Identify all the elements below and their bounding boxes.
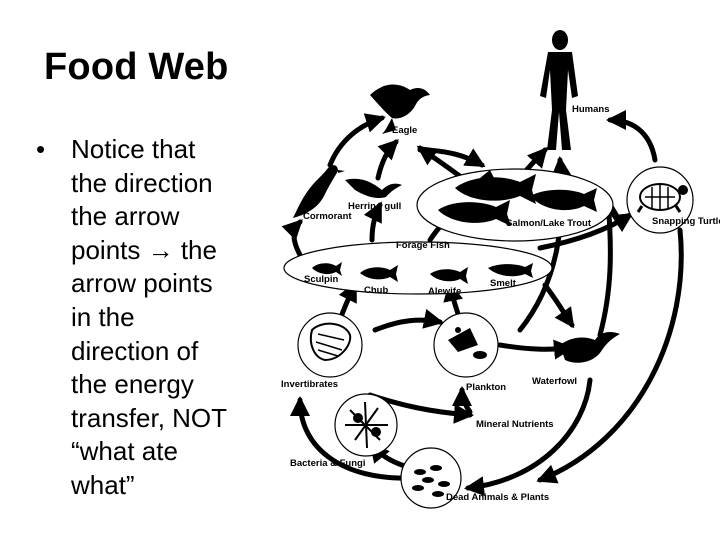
- invertebrate-icon: [309, 322, 352, 362]
- human-icon: [540, 30, 578, 150]
- label-smelt: Smelt: [490, 278, 517, 289]
- label-forage-fish: Forage Fish: [396, 240, 450, 251]
- bullet-line: the arrow: [71, 201, 180, 232]
- invertibrates-circle: [297, 312, 363, 378]
- label-mineral-nutrients: Mineral Nutrients: [476, 419, 554, 430]
- bullet-line: direction of: [71, 335, 199, 366]
- forage-fish-ellipse: [283, 241, 553, 295]
- arrow-waterfowl-to-dead: [464, 377, 593, 497]
- cormorant-icon: [293, 165, 345, 218]
- bullet-text: Notice that the direction the arrow poin…: [71, 133, 261, 503]
- dead-matter-icon: [412, 465, 450, 497]
- arrow-turtle-to-dead: [536, 227, 684, 484]
- label-herring-gull: Herring gull: [348, 201, 401, 212]
- waterfowl-icon: [560, 332, 620, 363]
- arrow-eagle-salmon-link: [417, 147, 486, 168]
- label-alewife: Alewife: [428, 286, 461, 297]
- smelt-icon: [488, 263, 533, 278]
- alewife-icon: [430, 267, 468, 284]
- bullet-line: “what ate: [71, 436, 178, 467]
- label-bacteria-fungi: Bacteria & Fungi: [290, 458, 366, 469]
- eagle-icon: [370, 84, 430, 134]
- label-waterfowl: Waterfowl: [532, 376, 577, 387]
- bullet-symbol: •: [36, 134, 46, 164]
- plankton-icon: [448, 327, 487, 359]
- bullet-line: what”: [71, 469, 135, 500]
- label-salmon-trout: Salmon/Lake Trout: [506, 218, 592, 229]
- bacteria-fungi-icon: [345, 401, 388, 449]
- bullet-line: transfer, NOT: [71, 402, 228, 433]
- arrow-turtle-to-humans: [606, 110, 658, 163]
- chub-icon: [360, 265, 398, 282]
- herring-gull-icon: [345, 178, 402, 199]
- arrow-forage-to-waterfowl: [542, 282, 575, 329]
- sculpin-icon: [312, 262, 342, 276]
- label-humans: Humans: [572, 104, 609, 115]
- label-cormorant: Cormorant: [303, 211, 352, 222]
- bullet-line: the direction: [71, 167, 213, 198]
- label-snapping-turtle: Snapping Turtle: [652, 216, 720, 227]
- arrow-dead-to-invert: [290, 396, 413, 481]
- arrow-invert-to-plankton-link: [372, 309, 444, 333]
- label-plankton: Plankton: [466, 382, 506, 393]
- arrow-forage-to-cormorant: [281, 219, 303, 258]
- bullet-line: in the: [71, 301, 135, 332]
- arrow-forage-to-turtle: [537, 212, 634, 251]
- arrow-minerals-to-plankton: [452, 386, 473, 415]
- bullet-line: arrow points: [71, 268, 213, 299]
- energy-arrows: [281, 110, 684, 497]
- salmon-icon: [455, 170, 536, 204]
- slide-title: Food Web: [44, 46, 229, 88]
- bullet-line: Notice that: [71, 134, 196, 164]
- arrow-cormorant-to-eagle: [327, 113, 386, 168]
- label-sculpin: Sculpin: [304, 274, 339, 285]
- bullet-line: points → the: [71, 234, 217, 265]
- bullet-line: the energy: [71, 369, 194, 400]
- label-invertibrates: Invertibrates: [281, 379, 338, 390]
- trout-icon: [438, 200, 511, 226]
- label-chub: Chub: [364, 285, 388, 296]
- label-eagle: Eagle: [392, 125, 417, 136]
- arrow-forage-to-gull: [363, 201, 383, 243]
- trout-icon: [530, 188, 597, 212]
- arrow-plankton-to-waterfowl: [497, 339, 574, 360]
- label-dead-animals-plants: Dead Animals & Plants: [446, 492, 549, 503]
- turtle-icon: [636, 183, 688, 213]
- arrow-gull-to-eagle: [375, 139, 399, 181]
